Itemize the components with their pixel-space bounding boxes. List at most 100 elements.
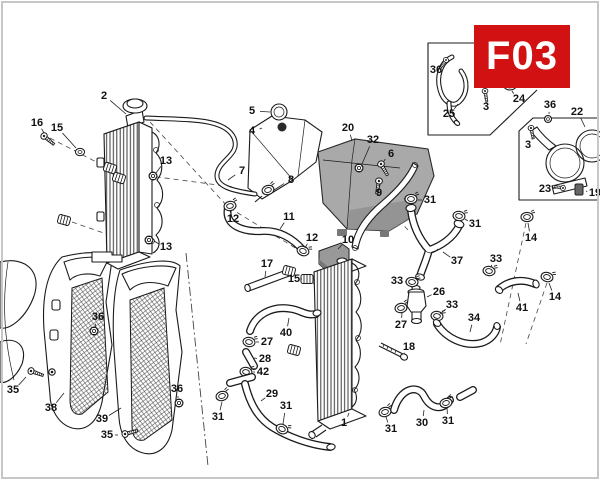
hose-29 — [226, 373, 336, 451]
callout-leader — [287, 317, 290, 327]
callout-leader — [304, 243, 308, 249]
nut-36-shroud-right — [174, 398, 184, 408]
part-number-label: 1 — [341, 417, 347, 429]
part-number-label: 37 — [451, 255, 463, 267]
callout-leader — [580, 118, 586, 128]
part-number-label: 15 — [288, 273, 300, 285]
part-number-label: 31 — [385, 423, 397, 435]
right-radiator — [308, 242, 367, 439]
callout-leader — [464, 218, 469, 222]
callout-leader — [439, 308, 446, 315]
bolt-35-left — [26, 366, 45, 380]
callout-leader — [385, 416, 389, 423]
part-number-label: 12 — [227, 213, 239, 225]
part-number-label: 9 — [376, 187, 382, 199]
part-number-label: 10 — [342, 234, 354, 246]
callout-leader — [454, 103, 459, 110]
nut-36-inset2 — [543, 114, 553, 124]
clamp-14-upper — [520, 209, 536, 223]
part-number-label: 3 — [483, 101, 489, 113]
part-number-label: 36 — [92, 311, 104, 323]
part-number-label: 28 — [259, 353, 271, 365]
part-number-label: 31 — [424, 194, 436, 206]
part-number-label: 2 — [101, 90, 107, 102]
part-number-label: 8 — [288, 174, 294, 186]
part-number-label: 31 — [442, 415, 454, 427]
part-number-label: 33 — [490, 253, 502, 265]
clamp-31 — [213, 386, 232, 403]
clamp-27-upper — [393, 299, 411, 315]
callout-leader — [41, 128, 45, 134]
callout-leader — [259, 110, 271, 113]
cover-20 — [317, 138, 435, 237]
callout-leader — [227, 174, 236, 181]
callout-leader — [264, 270, 267, 278]
expansion-tank — [247, 103, 323, 203]
callout-leader — [527, 222, 530, 232]
callout-leader — [153, 240, 160, 245]
callout-leader — [337, 244, 343, 250]
part-number-label: 29 — [266, 388, 278, 400]
callout-leader — [548, 282, 553, 291]
left-partial-panel — [0, 260, 37, 384]
part-number-label: 16 — [31, 117, 43, 129]
grommet-15-right — [300, 274, 314, 284]
hose-30 — [390, 385, 477, 414]
inset-box-2 — [518, 114, 600, 201]
part-number-label: 36 — [171, 383, 183, 395]
callout-leader — [361, 146, 371, 165]
part-number-label: 3 — [525, 139, 531, 151]
y-hose-37 — [405, 203, 465, 281]
part-number-label: 33 — [446, 299, 458, 311]
tube-28 — [242, 348, 258, 370]
part-number-label: 36 — [544, 99, 556, 111]
part-number-label: 17 — [261, 258, 273, 270]
callout-leader — [260, 397, 266, 402]
grommet — [286, 343, 302, 357]
callout-leader — [18, 376, 27, 386]
overflow-hose-7 — [143, 115, 258, 197]
callout-leader — [442, 251, 451, 258]
radiator-shroud-right — [112, 260, 183, 455]
part-number-label: 38 — [45, 402, 57, 414]
part-number-label: 13 — [160, 241, 172, 253]
callout-leader — [94, 323, 97, 328]
part-number-label: 34 — [468, 312, 481, 324]
nut-32 — [354, 163, 364, 173]
hose-34 — [432, 319, 501, 348]
callout-leader — [383, 158, 386, 162]
callout-leader — [490, 264, 493, 268]
part-number-label: 5 — [249, 105, 255, 117]
nut-13-lower — [144, 235, 154, 245]
part-number-label: 26 — [433, 286, 445, 298]
callout-leader — [108, 407, 122, 416]
part-number-label: 14 — [549, 291, 562, 303]
grommet — [56, 213, 72, 227]
callout-leader — [517, 292, 521, 302]
part-number-label: 6 — [388, 148, 394, 160]
hose-40 — [246, 304, 322, 335]
callout-leader — [469, 324, 473, 333]
part-number-label: 32 — [367, 134, 379, 146]
part-number-label: 25 — [443, 108, 455, 120]
callout-leader — [109, 100, 127, 115]
washer-15 — [74, 147, 86, 157]
left-radiator — [91, 98, 164, 270]
callout-leader — [279, 222, 285, 230]
callout-leader — [511, 90, 515, 94]
figure-code-text: F03 — [486, 34, 558, 78]
part-number-label: 19 — [589, 187, 600, 199]
part-number-label: 30 — [416, 417, 428, 429]
clamp-33 — [481, 262, 499, 278]
part-number-label: 27 — [395, 319, 407, 331]
part-number-label: 33 — [391, 275, 403, 287]
part-number-label: 15 — [51, 122, 63, 134]
part-number-label: 22 — [571, 106, 583, 118]
clamp-27-lower — [241, 333, 259, 349]
clamp-12-left — [222, 197, 240, 213]
part-number-label: 11 — [283, 211, 295, 223]
callout-leader — [219, 401, 223, 411]
nut-13-upper — [148, 171, 158, 181]
bolt-18 — [378, 342, 409, 361]
